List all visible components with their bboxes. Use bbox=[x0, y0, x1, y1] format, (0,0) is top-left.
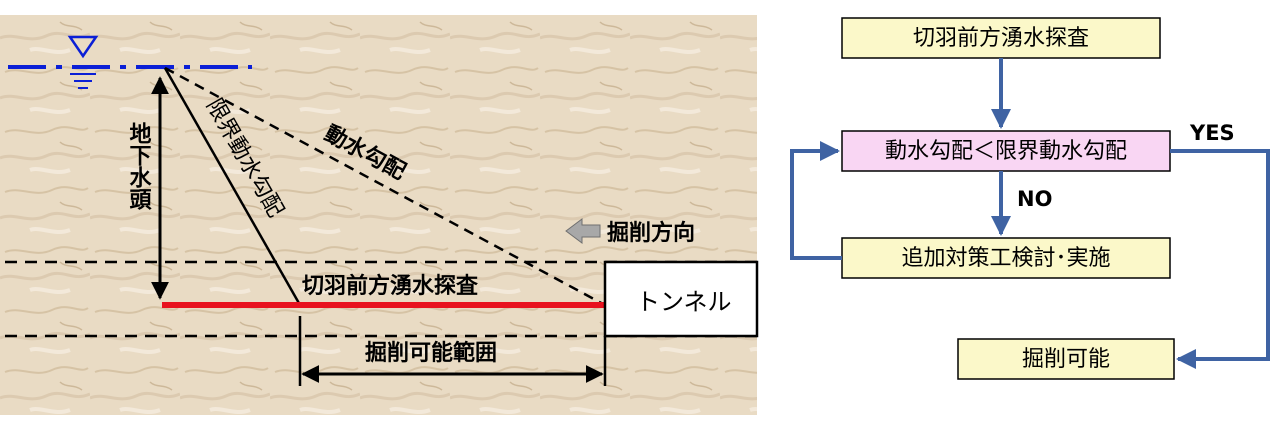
ground-background bbox=[0, 15, 757, 415]
step1-label: 切羽前方湧水探査 bbox=[913, 26, 1089, 51]
no-label: NO bbox=[1017, 187, 1052, 211]
step2-box bbox=[841, 237, 1171, 279]
hydraulic-gradient-line bbox=[164, 66, 606, 307]
excavation-direction-label: 掘削方向 bbox=[607, 220, 695, 246]
flowchart-panel: 切羽前方湧水探査 動水勾配＜限界動水勾配 NO 追加対策工検討･実施 YES 掘… bbox=[790, 17, 1270, 380]
ground-water-head-label: 地下水頭 bbox=[126, 122, 152, 211]
critical-gradient-line bbox=[163, 67, 302, 306]
tunnel-label: トンネル bbox=[636, 288, 732, 316]
result-box bbox=[957, 338, 1175, 380]
water-level-icon bbox=[67, 35, 99, 89]
arrow-yes-to-result bbox=[1170, 149, 1270, 369]
arrow-loop-back bbox=[790, 141, 842, 260]
cross-section-panel: 地下水頭 限界動水勾配 動水勾配 掘削方向 切羽前方湧水探査 トンネル 掘削可能… bbox=[0, 15, 759, 415]
tunnel-box bbox=[603, 260, 759, 338]
excavation-direction-arrow bbox=[565, 218, 601, 244]
excavatable-range-label: 掘削可能範囲 bbox=[365, 340, 497, 366]
step1-box bbox=[841, 17, 1161, 59]
step2-label: 追加対策工検討･実施 bbox=[901, 246, 1110, 271]
decision-label: 動水勾配＜限界動水勾配 bbox=[885, 139, 1127, 164]
result-label: 掘削可能 bbox=[1022, 347, 1110, 372]
probe-label: 切羽前方湧水探査 bbox=[302, 273, 479, 299]
decision-box bbox=[841, 130, 1171, 172]
yes-label: YES bbox=[1189, 121, 1235, 145]
